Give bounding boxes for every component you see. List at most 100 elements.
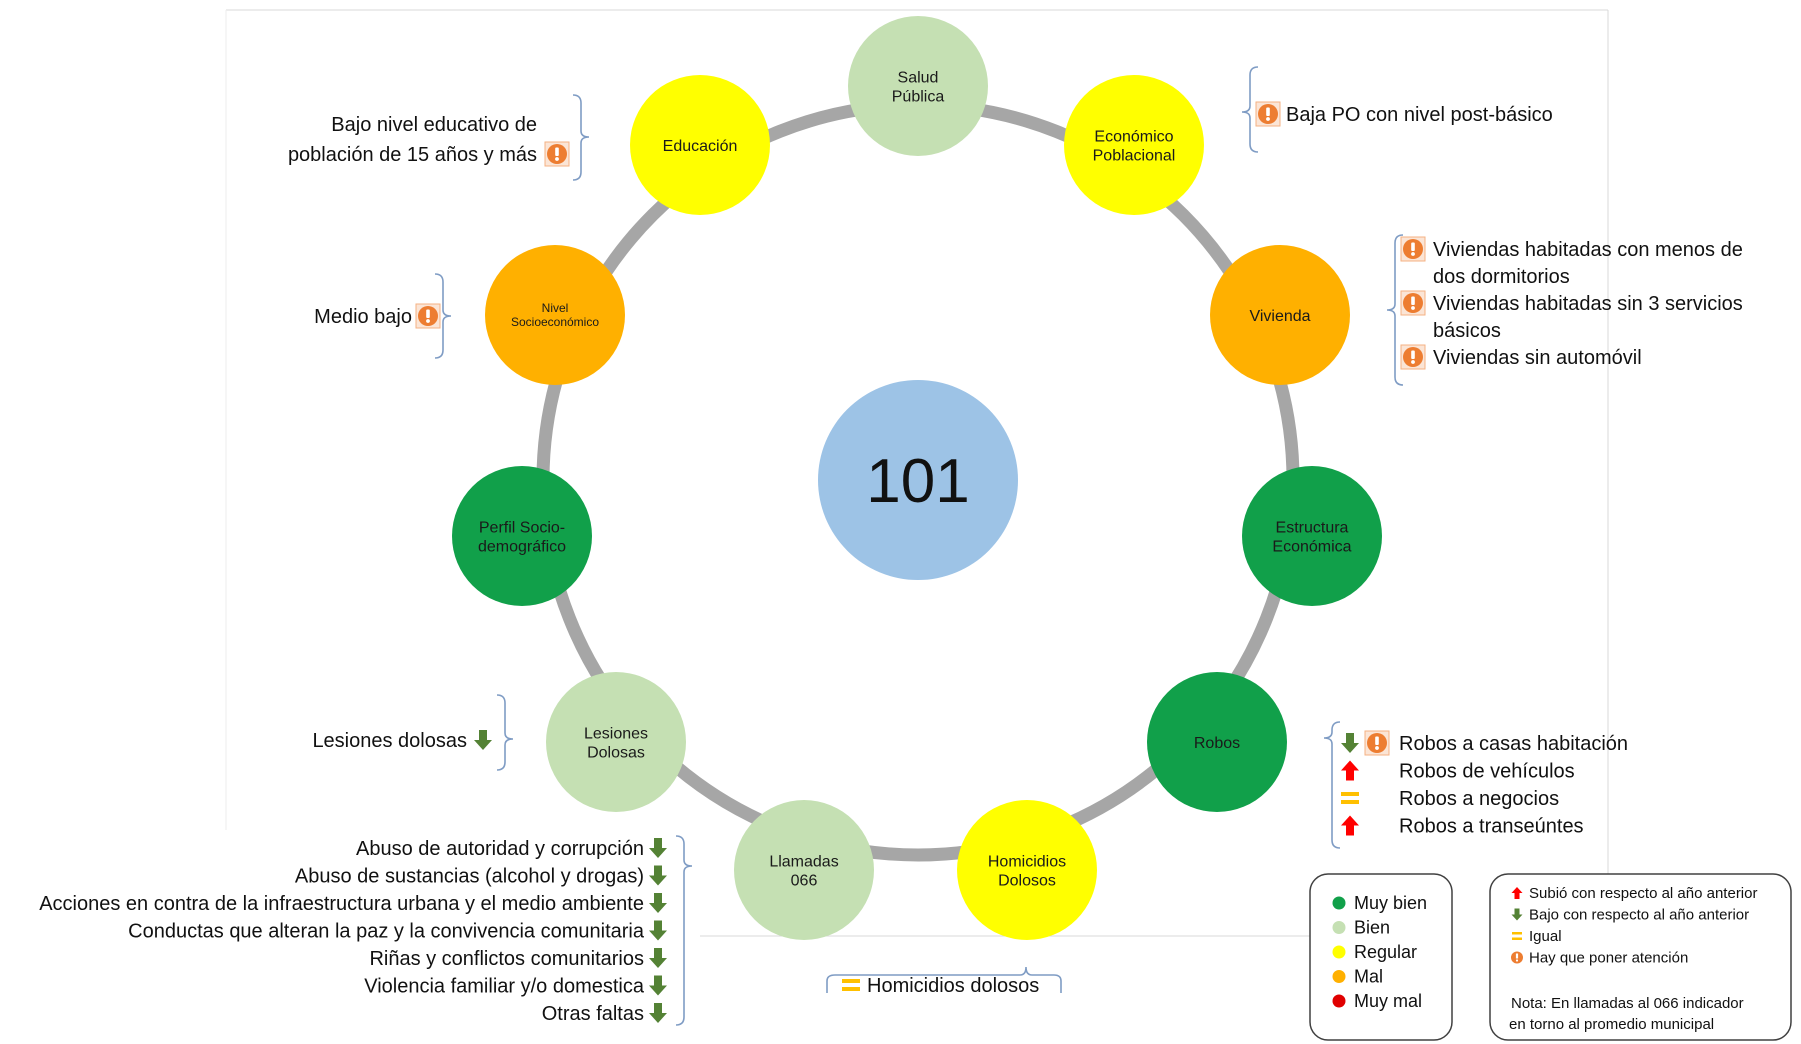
- node-label-salud: Salud: [898, 70, 939, 87]
- node-label-perfil: Perfil Socio-: [479, 520, 565, 537]
- bracket-educacion: [572, 94, 590, 181]
- annotation-economico: Baja PO con nivel post-básico: [1255, 101, 1553, 127]
- down-icon: [649, 838, 667, 858]
- node-label-vivienda: Vivienda: [1249, 308, 1310, 325]
- annotation-text: dos dormitorios: [1433, 266, 1570, 288]
- annotation-homicidios: Homicidios dolosos: [842, 975, 1039, 997]
- annotation-text: Robos a negocios: [1399, 788, 1559, 810]
- annotation-text: Viviendas habitadas con menos de: [1433, 239, 1743, 261]
- annotation-text: Abuso de sustancias (alcohol y drogas): [295, 866, 644, 888]
- legend-label: Muy bien: [1354, 893, 1427, 913]
- legend-label: Regular: [1354, 942, 1417, 962]
- annotation-lesiones: Lesiones dolosas: [312, 730, 492, 752]
- node-circle-perfil: [452, 466, 592, 606]
- node-perfil: Perfil Socio-demográfico: [452, 466, 592, 606]
- annotation-text: básicos: [1433, 320, 1501, 342]
- legend-dot-bien: [1332, 921, 1346, 934]
- equal-icon: [1512, 932, 1522, 940]
- bracket-llamadas: [675, 835, 693, 1026]
- node-label-homicidios: Dolosos: [998, 873, 1056, 890]
- down-icon: [649, 948, 667, 968]
- annotation-text: Violencia familiar y/o domestica: [364, 976, 645, 998]
- down-icon: [474, 730, 492, 750]
- legend-label: Muy mal: [1354, 991, 1422, 1011]
- annotation-text: Bajo nivel educativo de: [331, 114, 537, 136]
- node-label-nivel: Socioeconómico: [511, 315, 599, 329]
- legend-dot-muy_bien: [1332, 896, 1346, 910]
- legend-label: Bien: [1354, 918, 1390, 938]
- attention-icon: [1400, 344, 1426, 370]
- trend-legend-label: Subió con respecto al año anterior: [1529, 885, 1757, 902]
- down-icon: [649, 893, 667, 913]
- up-icon: [1511, 887, 1523, 899]
- node-circle-llamadas: [734, 800, 874, 940]
- node-label-estructura: Económica: [1272, 539, 1351, 556]
- node-circle-vivienda: [1210, 245, 1350, 385]
- annotation-text: Lesiones dolosas: [312, 730, 467, 752]
- annotation-text: Riñas y conflictos comunitarios: [369, 948, 644, 970]
- bracket-economico: [1241, 66, 1259, 153]
- annotation-text: Viviendas sin automóvil: [1433, 347, 1642, 369]
- node-circle-estructura: [1242, 466, 1382, 606]
- attention-icon: [544, 141, 570, 167]
- trend-legend-note: en torno al promedio municipal: [1509, 1016, 1714, 1033]
- node-label-estructura: Estructura: [1276, 520, 1349, 537]
- node-vivienda: Vivienda: [1210, 245, 1350, 385]
- down-icon: [649, 920, 667, 941]
- down-icon: [649, 975, 667, 996]
- equal-icon: [1341, 792, 1359, 804]
- center-score: 101: [866, 447, 969, 516]
- down-icon: [649, 1003, 667, 1023]
- annotation-vivienda: Viviendas habitadas con menos de dos dorm…: [1400, 236, 1743, 370]
- node-label-lesiones: Lesiones: [584, 726, 648, 743]
- attention-icon: [1255, 101, 1281, 127]
- bracket-vivienda: [1386, 234, 1404, 386]
- node-circle-robos: [1147, 672, 1287, 812]
- bracket-homicidios: [826, 966, 1062, 993]
- annotation-nivel: Medio bajo: [314, 303, 441, 329]
- annotation-text: Robos a transeúntes: [1399, 816, 1584, 838]
- node-educacion: Educación: [630, 75, 770, 215]
- down-icon: [1511, 908, 1523, 921]
- node-label-homicidios: Homicidios: [988, 854, 1066, 871]
- annotation-text: Baja PO con nivel post-básico: [1286, 104, 1553, 126]
- node-label-lesiones: Dolosas: [587, 745, 645, 762]
- node-circle-lesiones: [546, 672, 686, 812]
- equal-icon: [842, 979, 860, 991]
- node-label-robos: Robos: [1194, 735, 1240, 752]
- legend-label: Mal: [1354, 967, 1383, 987]
- node-label-economico: Económico: [1094, 129, 1173, 146]
- legend-dot-mal: [1332, 970, 1346, 983]
- node-robos: Robos: [1147, 672, 1287, 812]
- node-circle-economico: [1064, 75, 1204, 215]
- node-label-salud: Pública: [892, 89, 945, 106]
- center-score-circle: [818, 380, 1018, 580]
- legend-dot-regular: [1332, 945, 1346, 959]
- annotation-text: Homicidios dolosos: [867, 975, 1039, 997]
- annotation-text: Robos de vehículos: [1399, 761, 1575, 783]
- node-circle-nivel: [485, 245, 625, 385]
- attention-icon: [1511, 951, 1523, 964]
- down-icon: [1341, 733, 1359, 753]
- trend-legend-label: Bajo con respecto al año anterior: [1529, 907, 1749, 924]
- node-circle-salud: [848, 16, 988, 156]
- bracket-robos: [1323, 721, 1341, 849]
- annotation-text: Abuso de autoridad y corrupción: [356, 838, 644, 860]
- down-icon: [649, 865, 667, 886]
- node-label-nivel: Nivel: [542, 301, 569, 315]
- node-circle-homicidios: [957, 800, 1097, 940]
- up-icon: [1341, 815, 1359, 836]
- trend-legend-note: Nota: En llamadas al 066 indicador: [1511, 995, 1744, 1012]
- trend-legend-box: [1489, 873, 1792, 1041]
